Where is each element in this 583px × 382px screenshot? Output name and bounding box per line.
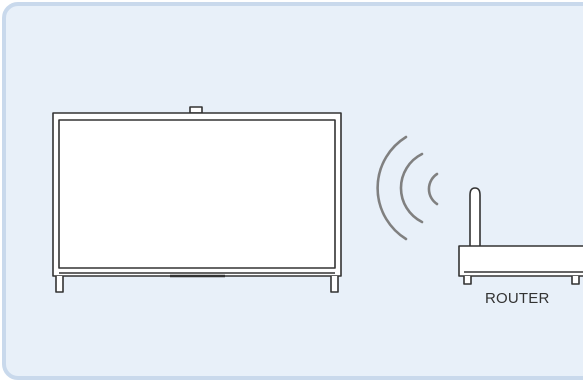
- television-icon: [53, 107, 341, 292]
- router-label: ROUTER: [485, 290, 550, 307]
